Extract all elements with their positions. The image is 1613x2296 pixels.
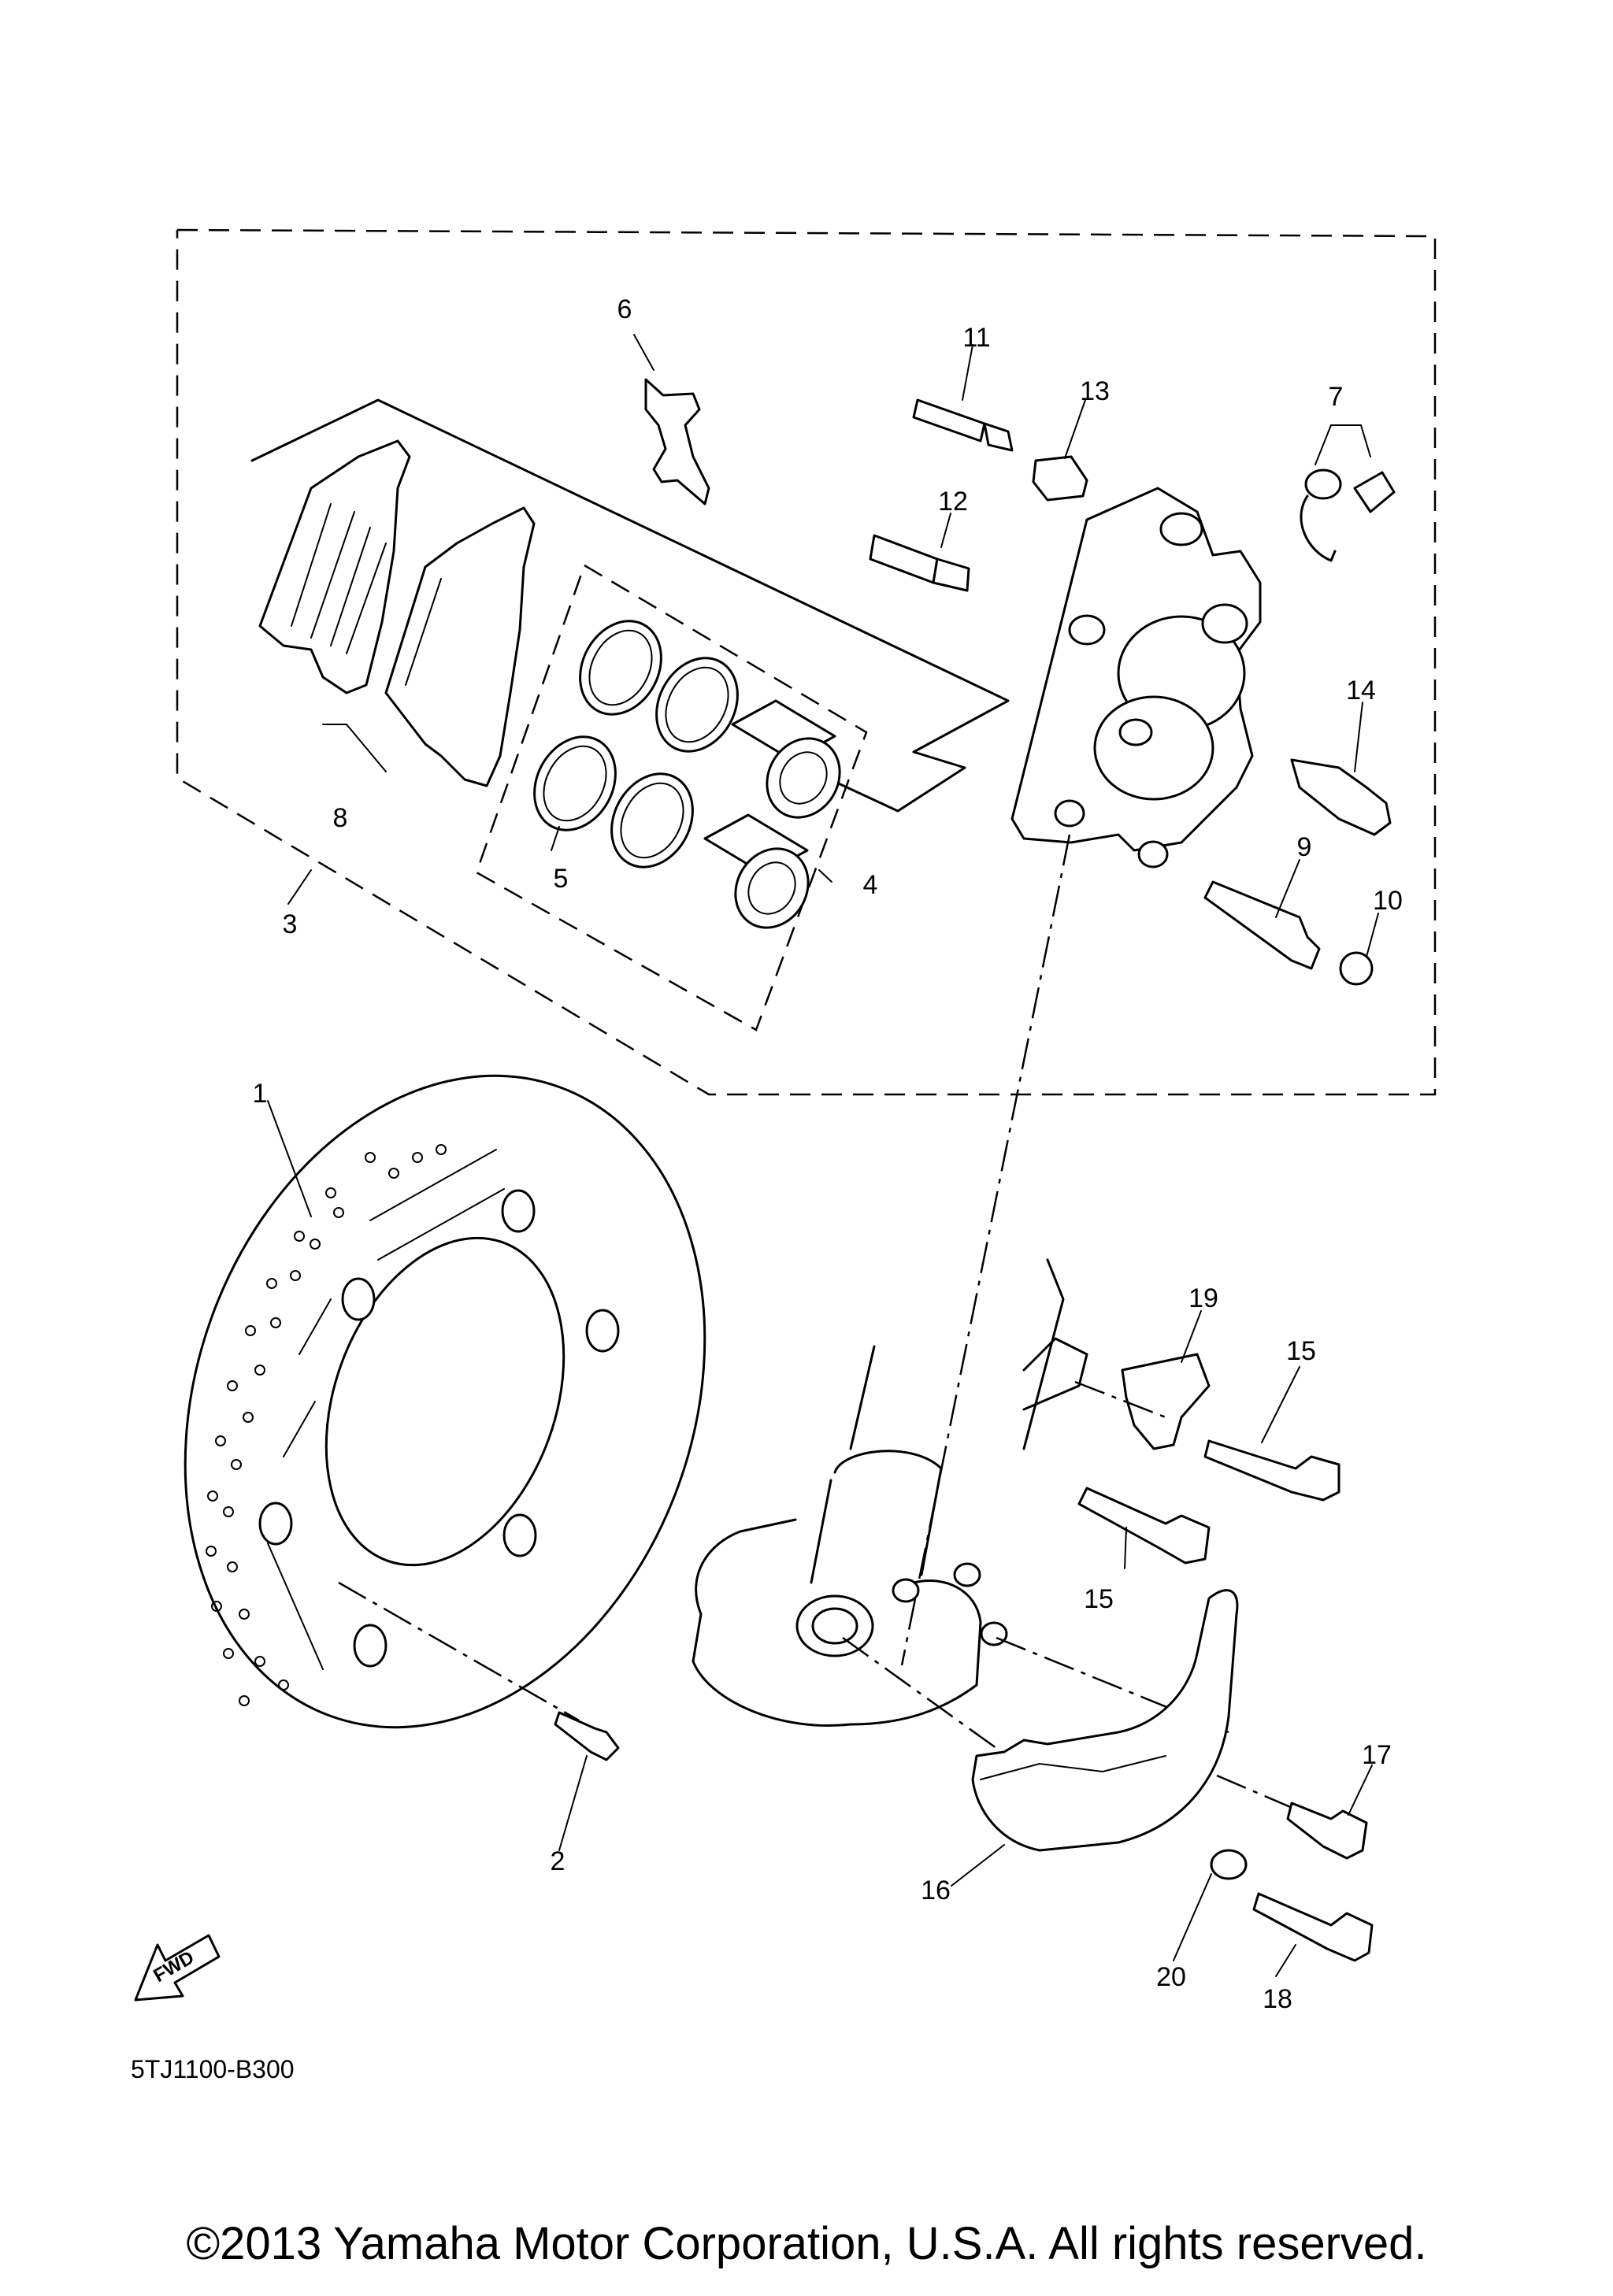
bleed-screw-7 [1300, 468, 1396, 562]
copyright-notice: ©2013 Yamaha Motor Corporation, U.S.A. A… [186, 2218, 1427, 2269]
callout-2: 2 [551, 1846, 565, 1876]
pad-pin-11 [912, 398, 1014, 452]
callout-5: 5 [554, 864, 569, 894]
guard-bracket-19 [1121, 1353, 1211, 1450]
callout-15-upper: 15 [1286, 1336, 1316, 1366]
callout-8: 8 [333, 803, 348, 833]
callout-19: 19 [1188, 1283, 1218, 1313]
bolt-15-lower [1077, 1487, 1211, 1565]
callout-18: 18 [1263, 1984, 1292, 2014]
diagram-code: 5TJ1100-B300 [131, 2055, 295, 2083]
bolt-18 [1252, 1892, 1374, 1962]
callout-14: 14 [1346, 676, 1376, 705]
callout-11: 11 [962, 323, 990, 353]
disc-bolt-2 [554, 1711, 620, 1761]
callout-1: 1 [253, 1079, 268, 1109]
callout-17: 17 [1362, 1740, 1392, 1770]
disc-guard-16 [971, 1589, 1239, 1852]
nut-10 [1339, 951, 1374, 986]
callout-12: 12 [938, 487, 968, 517]
leader-lines [267, 334, 1379, 1977]
callout-13: 13 [1080, 376, 1110, 406]
seal-kit-boundary [475, 564, 868, 1031]
callout-3: 3 [283, 909, 298, 939]
washer-20 [1210, 1849, 1248, 1880]
callout-9: 9 [1297, 832, 1312, 862]
caliper-assembly-boundary [176, 228, 1437, 1096]
pistons [703, 699, 841, 929]
plug-13 [1032, 455, 1088, 502]
bolt-14 [1290, 758, 1392, 836]
bolt-17 [1286, 1802, 1368, 1860]
callout-10: 10 [1373, 886, 1403, 916]
brake-pad-inner [384, 506, 536, 787]
pad-bracket-line [250, 398, 1010, 813]
disc-bolt-line [338, 1581, 580, 1722]
brake-pad-outer [258, 439, 411, 694]
callout-15-lower: 15 [1084, 1584, 1114, 1614]
callout-6: 6 [617, 294, 632, 324]
callout-16: 16 [921, 1876, 951, 1905]
pad-clip [644, 378, 710, 505]
piston-seals [533, 620, 739, 868]
brake-disc [184, 1074, 706, 1729]
front-fork-lower [692, 1258, 1088, 1727]
guard-bolt-17-line [1216, 1774, 1300, 1813]
disc-guard-ridge [980, 1755, 1166, 1780]
callout-4: 4 [863, 870, 878, 900]
callout-20: 20 [1156, 1962, 1186, 1992]
bolt-15-upper [1203, 1439, 1340, 1502]
callout-7: 7 [1329, 382, 1344, 412]
bracket-bolt-line [1074, 1380, 1166, 1419]
bolt-9 [1203, 880, 1321, 970]
fwd-arrow-icon: FWD [134, 1934, 221, 2002]
caliper-body [1010, 487, 1262, 868]
pad-pin-12 [869, 534, 970, 592]
